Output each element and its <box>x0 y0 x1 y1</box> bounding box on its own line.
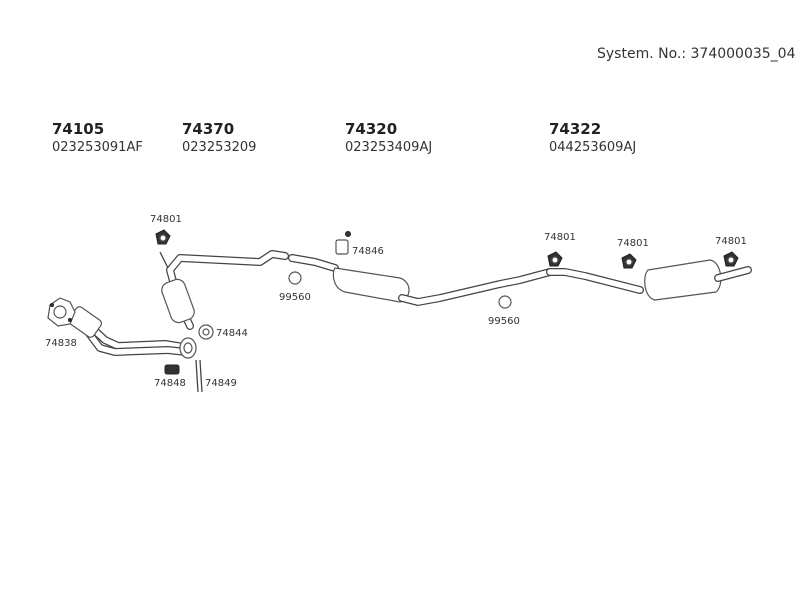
oem-number: 044253609AJ <box>549 140 637 155</box>
label-74848: 74848 <box>154 378 186 389</box>
mount-74848 <box>164 364 180 375</box>
label-74846: 74846 <box>352 246 384 257</box>
flange-74838 <box>47 297 76 327</box>
label-74838: 74838 <box>45 338 77 349</box>
part-header-74105: 74105 023253091AF <box>52 120 143 156</box>
hanger-rear-1 <box>547 251 563 267</box>
part-number: 74322 <box>549 120 602 138</box>
label-74801-rear-2: 74801 <box>617 238 649 249</box>
label-74801-rear-1: 74801 <box>544 232 576 243</box>
front-pipe-74105 <box>67 306 197 359</box>
part-header-74322: 74322 044253609AJ <box>549 120 636 156</box>
label-74844: 74844 <box>216 328 248 339</box>
mid-pipe-74370 <box>159 250 289 330</box>
part-header-74320: 74320 023253409AJ <box>345 120 432 156</box>
hanger-rear-3 <box>723 251 739 267</box>
label-99560-rear: 99560 <box>488 316 520 327</box>
front-silencer-74320 <box>288 254 554 306</box>
oem-number: 023253409AJ <box>345 140 433 155</box>
part-number: 74105 <box>52 120 105 138</box>
part-header-74370: 74370 023253209 <box>182 120 256 156</box>
ring-99560-front <box>288 271 302 285</box>
hanger-front <box>155 229 171 245</box>
label-74801-front: 74801 <box>150 214 182 225</box>
system-number: System. No.: 374000035_04 <box>597 46 796 62</box>
clamp-74846 <box>335 231 351 255</box>
label-74849: 74849 <box>205 378 237 389</box>
strap-74849 <box>195 359 203 393</box>
part-number: 74320 <box>345 120 398 138</box>
oem-number: 023253209 <box>182 140 257 155</box>
gasket-74844 <box>198 324 214 340</box>
oem-number: 023253091AF <box>52 140 143 155</box>
part-number: 74370 <box>182 120 235 138</box>
label-99560-front: 99560 <box>279 292 311 303</box>
hanger-rear-2 <box>621 253 637 269</box>
label-74801-rear-3: 74801 <box>715 236 747 247</box>
rear-silencer-74322 <box>546 259 752 301</box>
ring-99560-rear <box>498 295 512 309</box>
